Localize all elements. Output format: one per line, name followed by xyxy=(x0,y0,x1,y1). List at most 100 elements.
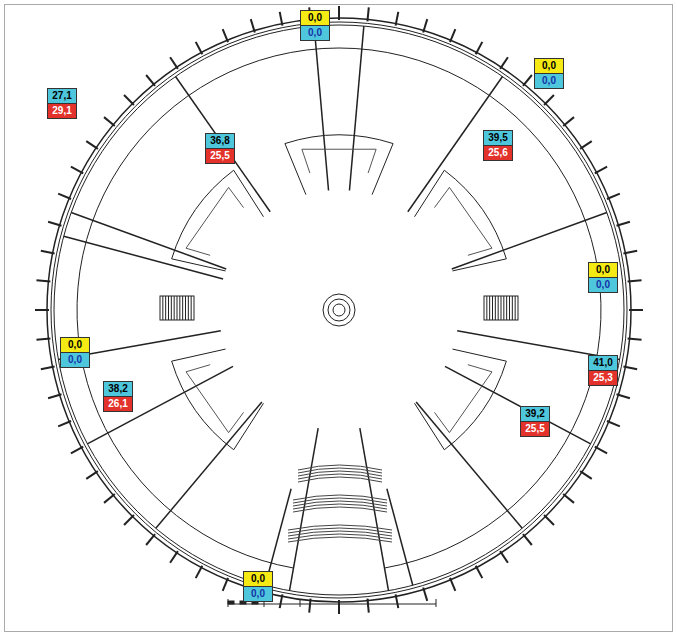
value-box: 0,0 xyxy=(243,571,273,587)
value-box: 27,1 xyxy=(47,88,77,104)
facade-fin xyxy=(280,594,283,608)
stair-step xyxy=(177,296,178,320)
seating-row xyxy=(288,537,392,542)
frame xyxy=(5,5,673,632)
value-text: 29,1 xyxy=(52,105,71,116)
stair-step xyxy=(188,296,189,320)
stair-step xyxy=(495,296,496,320)
facade-fin xyxy=(36,280,50,281)
core-room xyxy=(172,170,264,271)
radial-wall xyxy=(452,213,607,269)
facade-fin xyxy=(628,338,642,339)
facade-fin xyxy=(251,19,255,32)
facade-fin xyxy=(607,194,620,199)
value-text: 41,0 xyxy=(593,357,612,368)
facade-fin xyxy=(196,42,203,54)
facade-fin xyxy=(617,222,630,226)
stair-step xyxy=(165,296,166,320)
stair-step xyxy=(182,296,183,320)
facade-fin xyxy=(71,447,83,454)
value-box: 25,3 xyxy=(588,370,618,386)
stair-step xyxy=(171,296,172,320)
seating-row xyxy=(293,501,387,506)
facade-fin xyxy=(623,367,637,370)
value-box: 38,2 xyxy=(103,381,133,397)
facade-fin xyxy=(280,12,283,26)
stair-step xyxy=(492,296,493,320)
stair-step xyxy=(512,296,513,320)
core-room-inner xyxy=(186,187,244,255)
radial-wall xyxy=(445,366,591,443)
auditorium-wall xyxy=(387,489,413,586)
value-text: 0,0 xyxy=(68,354,82,365)
outer-wall-line xyxy=(54,25,624,595)
seating-row xyxy=(298,474,382,479)
facade-fin xyxy=(170,551,178,563)
radial-wall xyxy=(349,26,363,190)
stair-step xyxy=(489,296,490,320)
facade-fin xyxy=(48,394,61,398)
facade-fin xyxy=(595,447,607,454)
facade-fin xyxy=(86,141,98,149)
facade-fin xyxy=(58,194,71,199)
facade-fin xyxy=(367,7,368,21)
stair xyxy=(484,296,518,320)
value-text: 26,1 xyxy=(108,398,127,409)
value-box: 25,5 xyxy=(520,421,550,437)
value-text: 25,6 xyxy=(488,147,507,158)
core-room-inner xyxy=(302,149,376,173)
facade-fin xyxy=(623,251,637,254)
value-text: 0,0 xyxy=(251,588,265,599)
value-box: 0,0 xyxy=(243,586,273,602)
facade-fin xyxy=(629,309,643,311)
stair-step xyxy=(498,296,499,320)
core-room-inner xyxy=(186,365,244,433)
value-box: 29,1 xyxy=(47,103,77,119)
seating-row xyxy=(293,507,387,512)
value-box: 0,0 xyxy=(588,277,618,293)
value-box: 0,0 xyxy=(60,337,90,353)
value-box: 25,5 xyxy=(205,148,235,164)
value-text: 0,0 xyxy=(308,27,322,38)
facade-fin xyxy=(423,588,427,601)
facade-fin xyxy=(580,471,592,479)
facade-fin xyxy=(396,12,399,26)
seating-row xyxy=(293,495,387,500)
seating-row xyxy=(288,528,392,533)
stair-step xyxy=(501,296,502,320)
value-text: 39,2 xyxy=(525,408,544,419)
facade-fin xyxy=(86,471,98,479)
core-room xyxy=(172,349,264,450)
value-box: 0,0 xyxy=(588,262,618,278)
stair-step xyxy=(515,296,516,320)
inner-corridor-wall xyxy=(77,48,601,568)
outer-wall-inner xyxy=(51,22,627,598)
core-room-inner xyxy=(434,187,492,255)
value-text: 25,5 xyxy=(525,423,544,434)
seating-row xyxy=(298,468,382,473)
value-box: 36,8 xyxy=(205,133,235,149)
value-box: 41,0 xyxy=(588,355,618,371)
facade-fin xyxy=(104,117,115,126)
facade-fin xyxy=(41,251,55,254)
facade-fin xyxy=(36,338,50,339)
facade-fin xyxy=(41,367,55,370)
seating-row xyxy=(288,531,392,536)
facade-fin xyxy=(580,141,592,149)
core-room xyxy=(415,170,507,271)
value-box: 0,0 xyxy=(300,10,330,26)
seating-row xyxy=(298,471,382,476)
value-text: 0,0 xyxy=(251,573,265,584)
central-column-inner xyxy=(328,299,350,321)
facade-fin xyxy=(338,600,340,614)
value-text: 0,0 xyxy=(542,60,556,71)
value-box: 0,0 xyxy=(534,58,564,74)
facade-fin xyxy=(124,95,134,105)
seating-row xyxy=(288,525,392,530)
value-text: 0,0 xyxy=(308,12,322,23)
radial-wall xyxy=(71,213,226,269)
central-column xyxy=(323,294,355,326)
facade-fin xyxy=(544,515,554,525)
value-box: 39,2 xyxy=(520,406,550,422)
